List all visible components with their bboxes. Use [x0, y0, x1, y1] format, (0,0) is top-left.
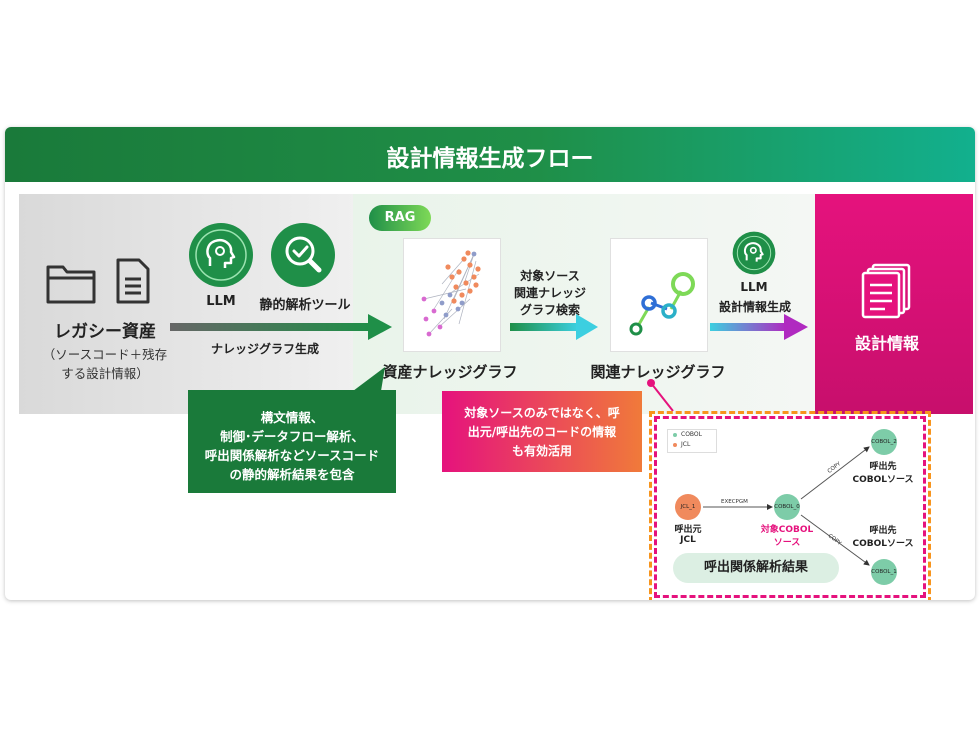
page-title: 設計情報生成フロー — [386, 146, 594, 172]
gen-label: 設計情報生成 — [718, 300, 791, 314]
search-label-3: グラフ検索 — [519, 303, 580, 317]
green-callout-tail — [345, 367, 385, 397]
legacy-sub-1: （ソースコード＋残存 — [42, 347, 168, 362]
pink-callout-line-1: 対象ソースのみではなく、呼 — [464, 406, 620, 420]
search-label-1: 対象ソース — [520, 269, 580, 283]
asset-graph-label: 資産ナレッジグラフ — [382, 363, 518, 381]
generate-arrow-label: ナレッジグラフ生成 — [210, 342, 319, 356]
flow-card: 設計情報生成フロー RAG レガシー資産 （ソースコード＋残存 する設計情報） … — [5, 127, 975, 600]
target-label-1: 対象COBOL — [760, 525, 814, 535]
header-bar: 設計情報生成フロー — [5, 127, 975, 182]
related-graph-label: 関連ナレッジグラフ — [590, 363, 726, 381]
callee-bottom-label-2: COBOLソース — [852, 539, 914, 549]
node-jcl: JCL_1 — [675, 494, 701, 520]
callout-connector — [647, 379, 674, 412]
legend-jcl: JCL — [681, 441, 691, 448]
legacy-title: レガシー資産 — [54, 322, 156, 342]
node-cobol-1: COBOL_1 — [871, 559, 897, 585]
callee-top-label-2: COBOLソース — [852, 475, 914, 485]
green-callout-line-4: の静的解析結果を包含 — [229, 467, 355, 482]
green-callout-line-1: 構文情報、 — [260, 410, 324, 425]
target-label-2: ソース — [773, 538, 801, 548]
callee-top-label-1: 呼出先 — [869, 462, 897, 472]
llm-brain-icon — [189, 223, 253, 287]
pink-callout-line-3: も有効活用 — [511, 444, 572, 458]
llm-label: LLM — [206, 294, 236, 309]
static-analysis-icon — [271, 223, 335, 287]
asset-graph-image — [403, 238, 501, 352]
search-arrow — [510, 314, 598, 340]
legend-jcl-dot — [673, 443, 677, 447]
call-edges — [703, 446, 870, 566]
node-cobol-0-label: COBOL_0 — [774, 504, 800, 510]
gen-llm-label: LLM — [740, 280, 768, 294]
green-callout-line-3: 呼出関係解析などソースコード — [204, 448, 380, 463]
design-docs-icon — [861, 263, 911, 319]
design-info-label: 設計情報 — [854, 334, 919, 353]
call-diagram: COBOL JCL EXECPGM COPY COPY JCL_1 COBOL_… — [649, 411, 931, 600]
callee-bottom-label-1: 呼出先 — [869, 526, 897, 536]
node-cobol-1-label: COBOL_1 — [871, 569, 897, 575]
design-gen-arrow — [710, 314, 808, 340]
green-callout: 構文情報、 制御･データフロー解析、 呼出関係解析などソースコード の静的解析結… — [188, 390, 396, 493]
legacy-sub-2: する設計情報） — [61, 366, 149, 381]
legend-cobol: COBOL — [681, 431, 702, 438]
legend-cobol-dot — [673, 433, 677, 437]
pink-callout: 対象ソースのみではなく、呼 出元/呼出先のコードの情報 も有効活用 — [442, 391, 642, 472]
static-tool-label: 静的解析ツール — [259, 298, 351, 313]
caller-label-1: 呼出元 — [674, 525, 702, 535]
document-icon — [116, 258, 150, 304]
related-graph-image — [610, 238, 708, 352]
edge-execpgm-label: EXECPGM — [721, 499, 748, 505]
caller-label-2: JCL — [680, 535, 696, 545]
rag-badge: RAG — [369, 205, 431, 231]
node-cobol-0: COBOL_0 — [774, 494, 800, 520]
search-label-2: 関連ナレッジ — [513, 286, 586, 300]
pink-callout-line-2: 出元/呼出先のコードの情報 — [467, 425, 617, 439]
node-cobol-2-label: COBOL_2 — [871, 439, 897, 445]
node-jcl-label: JCL_1 — [680, 504, 696, 510]
generate-arrow — [170, 314, 392, 340]
green-callout-line-2: 制御･データフロー解析、 — [220, 429, 364, 444]
node-cobol-2: COBOL_2 — [871, 429, 897, 455]
folder-icon — [46, 265, 96, 304]
result-pill: 呼出関係解析結果 — [673, 553, 839, 583]
legend: COBOL JCL — [667, 429, 717, 453]
llm-brain-icon-small — [732, 231, 776, 275]
